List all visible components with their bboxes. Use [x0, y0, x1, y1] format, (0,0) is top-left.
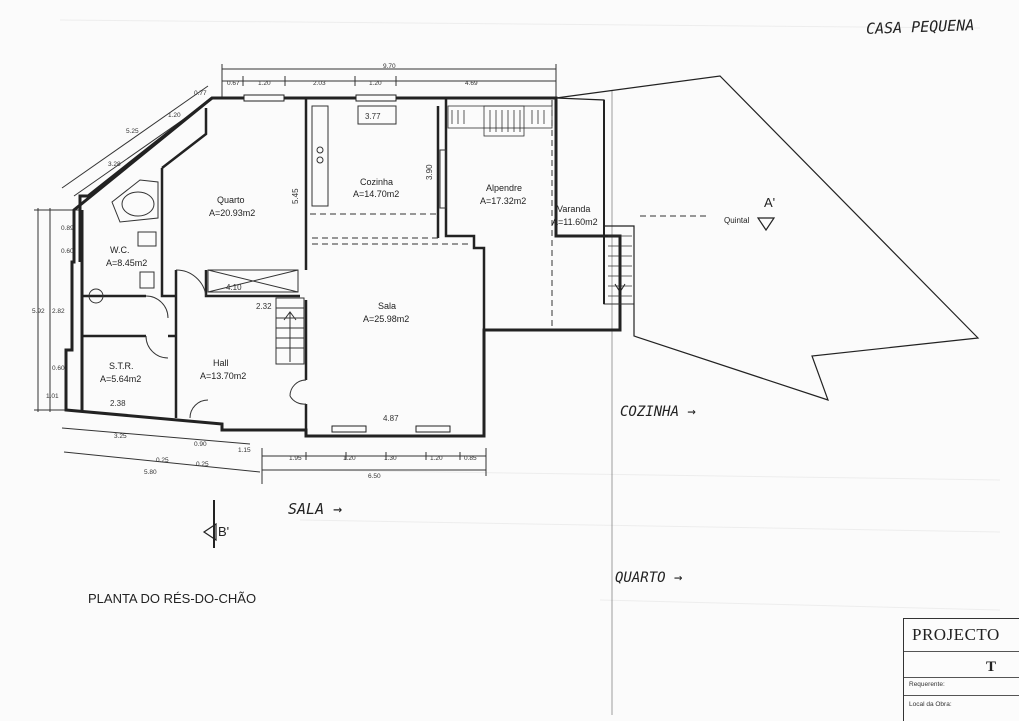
- section-mark-b: B': [202, 500, 229, 548]
- room-str-name: S.T.R.: [109, 361, 134, 371]
- dim-diag-1: 1.20: [168, 112, 181, 119]
- room-cozinha-name: Cozinha: [360, 177, 393, 187]
- dim-bottom-right-2: 1.30: [384, 455, 397, 462]
- dim-inner-2: 5.45: [291, 188, 300, 204]
- dim-top-3: 1.20: [369, 80, 382, 87]
- room-quarto-area: A=20.93m2: [209, 208, 255, 218]
- title-block-divider: [904, 677, 1019, 678]
- dim-bottom-left-2: 1.15: [238, 447, 251, 454]
- dim-bottom-left-5: 5.80: [144, 469, 157, 476]
- dim-bottom-left-3: 0.25: [156, 457, 169, 464]
- left-dimension-lines: [34, 208, 80, 412]
- dim-diag-3: 3.28: [108, 161, 121, 168]
- kitchen-counters: [311, 105, 447, 209]
- room-varanda-area: A=11.60m2: [552, 217, 598, 227]
- dim-bottom-left-1: 0.90: [194, 441, 207, 448]
- top-dimension-lines: [221, 64, 557, 98]
- dim-bottom-left-0: 3.25: [114, 433, 127, 440]
- room-hall-name: Hall: [213, 358, 229, 368]
- dim-top-total: 9.70: [383, 63, 396, 70]
- dim-bottom-right-4: 0.85: [464, 455, 477, 462]
- title-block-project: PROJECTO: [912, 625, 1000, 644]
- dim-left-0: 0.89: [61, 225, 74, 232]
- dim-inner-6: 4.87: [383, 414, 399, 423]
- dim-left-4: 0.60: [52, 365, 65, 372]
- bathroom-fixtures: [88, 231, 157, 304]
- dim-inner-3: 4.10: [226, 283, 242, 292]
- section-mark-a: A': [756, 195, 775, 232]
- room-alpendre-area: A=17.32m2: [480, 196, 526, 206]
- room-sala-area: A=25.98m2: [363, 314, 409, 324]
- plan-title: PLANTA DO RÉS-DO-CHÃO: [88, 591, 257, 606]
- room-str-area: A=5.64m2: [100, 374, 141, 384]
- dim-bottom-total: 6.50: [368, 473, 381, 480]
- dim-top-2: 2.03: [313, 80, 326, 87]
- handwritten-note-cozinha: COZINHA →: [620, 404, 696, 420]
- dim-left-3: 2.82: [52, 308, 65, 315]
- dim-inner-4: 2.32: [256, 302, 272, 311]
- windows: [243, 94, 451, 433]
- wardrobe: [207, 269, 299, 293]
- room-wc-area: A=8.45m2: [106, 258, 147, 268]
- scan-artifacts: [59, 19, 1001, 611]
- title-block-divider: [904, 695, 1019, 696]
- room-wc-name: W.C.: [110, 245, 130, 255]
- dim-left-5: 1.01: [46, 393, 59, 400]
- bottom-dimension-lines: [61, 427, 487, 484]
- quintal-outline: [555, 75, 980, 401]
- room-alpendre-name: Alpendre: [486, 183, 522, 193]
- dim-inner-1: 3.90: [425, 164, 434, 180]
- dim-left-2: 5.92: [32, 308, 45, 315]
- bathtub: [111, 179, 159, 223]
- dim-diag-0: 0.77: [194, 90, 207, 97]
- handwritten-note-sala: SALA →: [288, 500, 343, 518]
- handwritten-title: CASA PEQUENA: [865, 16, 975, 38]
- title-block-t: T: [986, 659, 997, 675]
- dashed-lines: [310, 100, 710, 330]
- title-block-requerente: Requerente:: [909, 681, 945, 688]
- room-quarto-name: Quarto: [217, 195, 245, 205]
- door-swings: [145, 269, 307, 419]
- dim-inner-5: 2.38: [110, 399, 126, 408]
- dim-top-0: 0.67: [227, 80, 240, 87]
- handwritten-note-quarto: QUARTO →: [615, 570, 683, 586]
- room-sala-name: Sala: [378, 301, 396, 311]
- alpendre-fireplace: [447, 105, 553, 137]
- dim-top-1: 1.20: [258, 80, 271, 87]
- room-quintal-name: Quintal: [724, 216, 750, 225]
- interior-stairs: [275, 297, 305, 365]
- dim-bottom-right-3: 1.20: [430, 455, 443, 462]
- dim-inner-0: 3.77: [365, 112, 381, 121]
- title-block-divider: [904, 651, 1019, 652]
- dim-bottom-left-4: 0.25: [196, 461, 209, 468]
- room-cozinha-area: A=14.70m2: [353, 189, 399, 199]
- title-block: PROJECTO T Requerente: Local da Obra:: [903, 618, 1019, 721]
- dim-bottom-right-0: 1.95: [289, 455, 302, 462]
- section-mark-b-label: B': [218, 524, 229, 539]
- dim-top-4: 4.69: [465, 80, 478, 87]
- dim-bottom-right-1: 1.20: [343, 455, 356, 462]
- dim-left-1: 0.60: [61, 248, 74, 255]
- room-varanda-name: Varanda: [557, 204, 590, 214]
- section-mark-a-label: A': [764, 195, 775, 210]
- title-block-local: Local da Obra:: [909, 701, 952, 708]
- dim-diag-2: 5.25: [126, 128, 139, 135]
- room-hall-area: A=13.70m2: [200, 371, 246, 381]
